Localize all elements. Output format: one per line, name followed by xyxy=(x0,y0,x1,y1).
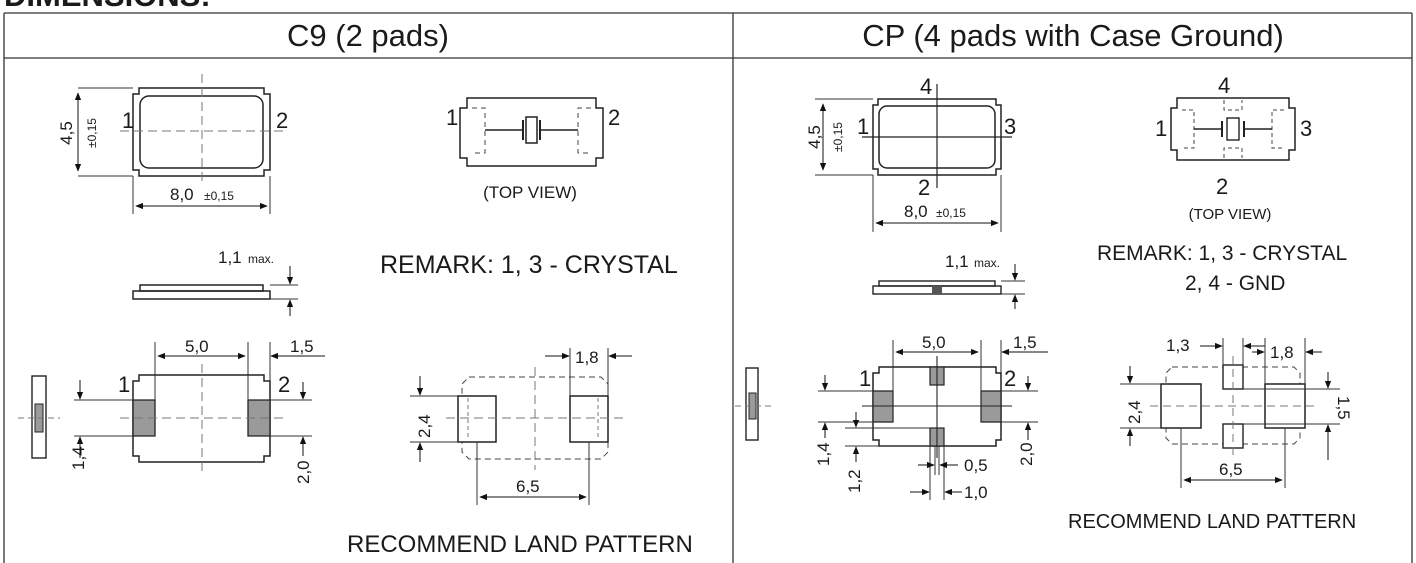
cp-land-gnd-width: 1,3 xyxy=(1166,336,1190,355)
cp-pad-height: 1,4 xyxy=(814,442,833,466)
c9-width-tolerance: ±0,15 xyxy=(204,189,234,203)
c9-outline-drawing xyxy=(74,74,284,214)
cp-land-height: 2,4 xyxy=(1125,400,1144,424)
cp-topview-pin-3: 3 xyxy=(1300,116,1312,141)
cp-land-width: 1,8 xyxy=(1270,343,1294,362)
c9-height-tolerance: ±0,15 xyxy=(85,118,99,148)
c9-column-title: C9 (2 pads) xyxy=(287,18,449,53)
cp-height-tolerance: ±0,15 xyxy=(831,122,845,152)
cp-topview-pin-4: 4 xyxy=(1218,73,1230,98)
table-frame xyxy=(3,12,1413,563)
cp-pad-spacing: 5,0 xyxy=(922,333,946,352)
cp-topview-pin-2: 2 xyxy=(1216,174,1228,199)
c9-land-pattern xyxy=(410,348,632,505)
cp-gnd-pad-height: 1,2 xyxy=(845,469,864,493)
cp-pin-2-label: 2 xyxy=(918,175,930,200)
c9-pin-1-label: 1 xyxy=(122,108,134,133)
cp-width-tolerance: ±0,15 xyxy=(936,206,966,220)
c9-top-view-caption: (TOP VIEW) xyxy=(483,183,577,202)
cp-pad-layout xyxy=(735,340,1048,500)
c9-pad-spacing: 5,0 xyxy=(185,337,209,356)
cp-top-view-symbol xyxy=(1170,97,1296,161)
cp-land-pitch: 6,5 xyxy=(1219,460,1243,479)
cp-land-caption: RECOMMEND LAND PATTERN xyxy=(1068,511,1356,533)
c9-pad-pin-2: 2 xyxy=(278,372,290,397)
c9-pad-layout xyxy=(18,342,325,472)
cp-outline-drawing xyxy=(815,84,1012,232)
cp-top-view-caption: (TOP VIEW) xyxy=(1189,206,1272,223)
cp-pad-pin-1: 1 xyxy=(859,366,871,391)
c9-remark: REMARK: 1, 3 - CRYSTAL xyxy=(380,251,678,279)
c9-top-view-symbol xyxy=(459,97,604,167)
section-heading: DIMENSIONS: xyxy=(4,0,211,13)
c9-height-dimension: 4,5 xyxy=(57,121,76,145)
cp-gnd-pad-width: 0,5 xyxy=(964,456,988,475)
cp-topview-pin-1: 1 xyxy=(1155,116,1167,141)
c9-land-pitch: 6,5 xyxy=(516,477,540,496)
c9-pad-height: 1,4 xyxy=(69,446,88,470)
c9-land-caption: RECOMMEND LAND PATTERN xyxy=(347,531,693,558)
cp-side-view xyxy=(872,264,1025,309)
c9-width-dimension: 8,0 xyxy=(170,185,194,204)
c9-side-view xyxy=(132,266,298,316)
cp-thickness-max: max. xyxy=(974,256,1000,270)
cp-pin-1-label: 1 xyxy=(857,114,869,139)
cp-gnd-pad-gap: 1,0 xyxy=(964,483,988,502)
c9-pin-2-label: 2 xyxy=(276,108,288,133)
c9-pad-gap: 2,0 xyxy=(294,460,313,484)
cp-pin-4-label: 4 xyxy=(920,74,932,99)
cp-thickness-dimension: 1,1 xyxy=(945,252,969,271)
c9-land-height: 2,4 xyxy=(415,414,434,438)
c9-thickness-max: max. xyxy=(248,252,274,266)
cp-pad-width: 1,5 xyxy=(1013,333,1037,352)
c9-pad-width: 1,5 xyxy=(290,337,314,356)
cp-column-title: CP (4 pads with Case Ground) xyxy=(862,18,1284,53)
cp-height-dimension: 4,5 xyxy=(805,125,824,149)
c9-topview-pin-1: 1 xyxy=(446,105,458,130)
cp-width-dimension: 8,0 xyxy=(904,202,928,221)
cp-pad-gap: 2,0 xyxy=(1017,442,1036,466)
cp-remark-line-2: 2, 4 - GND xyxy=(1185,272,1285,295)
c9-topview-pin-2: 2 xyxy=(608,105,620,130)
cp-land-gnd-height: 1,5 xyxy=(1334,396,1353,420)
c9-land-width: 1,8 xyxy=(575,348,599,367)
c9-thickness-dimension: 1,1 xyxy=(218,248,242,267)
c9-pad-pin-1: 1 xyxy=(118,372,130,397)
cp-pad-pin-2: 2 xyxy=(1004,366,1016,391)
cp-pin-3-label: 3 xyxy=(1004,114,1016,139)
cp-remark-line-1: REMARK: 1, 3 - CRYSTAL xyxy=(1097,242,1347,265)
cp-land-pattern xyxy=(1120,338,1340,488)
